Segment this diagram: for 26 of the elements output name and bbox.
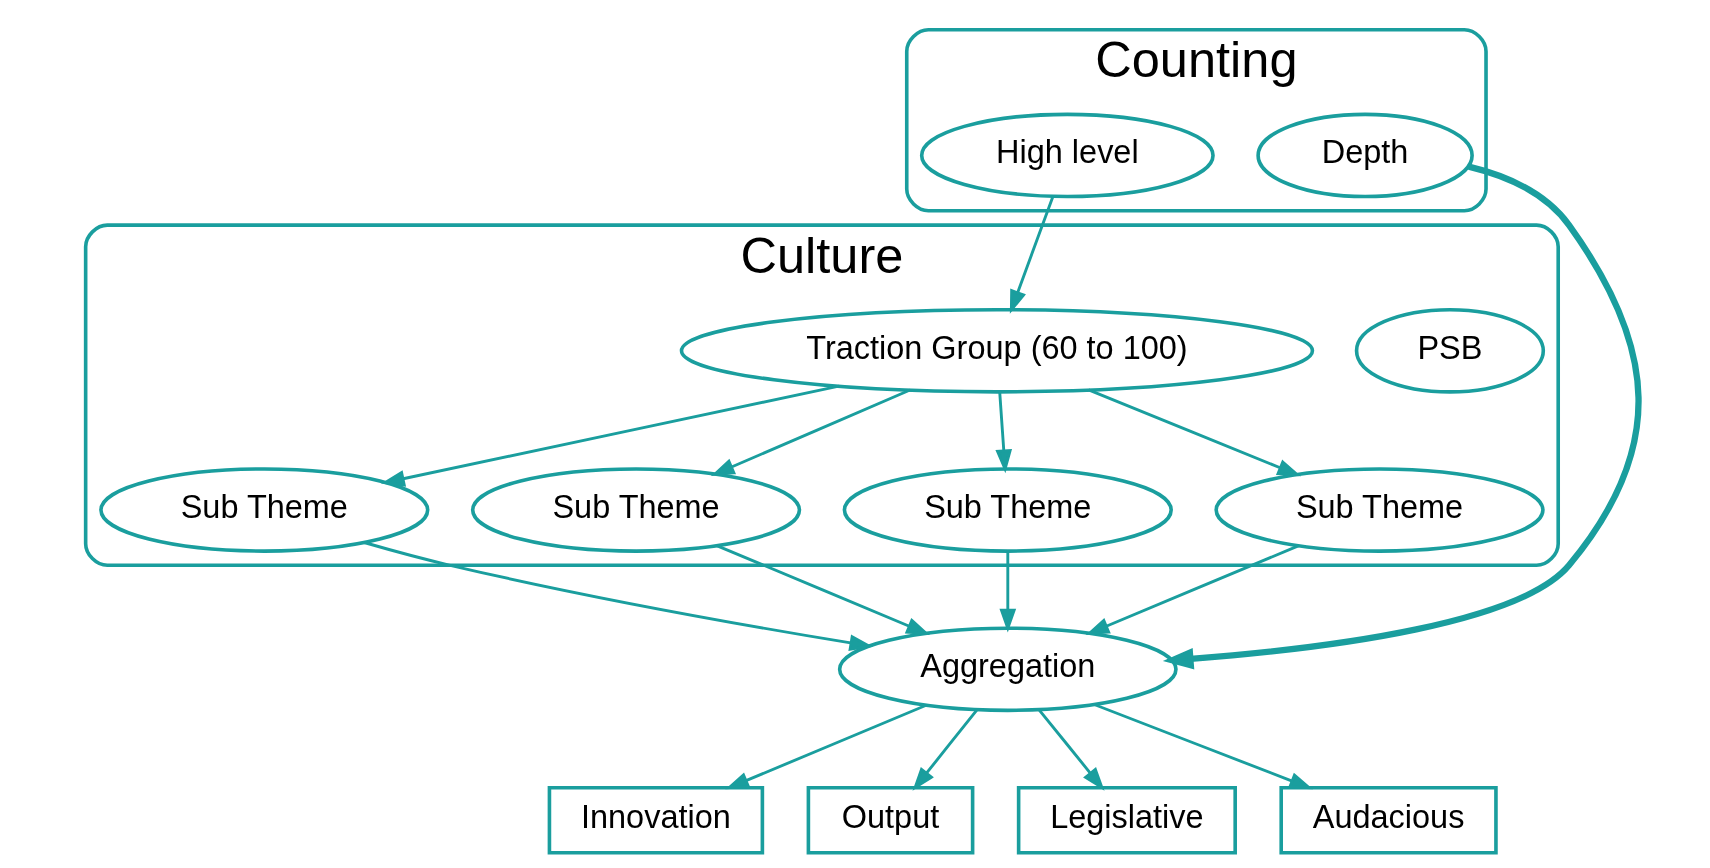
arrow (710, 388, 911, 476)
node-ellipse: Sub Theme (470, 467, 802, 553)
arrow (1088, 388, 1302, 477)
arrow (1009, 196, 1055, 314)
node-box: Output (806, 785, 975, 855)
node-ellipse: Traction Group (60 to 100) (679, 307, 1315, 394)
arrow (1037, 708, 1105, 791)
arrow (995, 391, 1013, 474)
arrow (725, 703, 927, 790)
node-box: Legislative (1016, 785, 1237, 855)
arrow (1162, 163, 1642, 670)
arrow (999, 551, 1017, 633)
arrow (381, 384, 840, 487)
node-ellipse: Sub Theme (1214, 467, 1545, 553)
arrow (1085, 544, 1300, 635)
arrow (912, 708, 979, 791)
arrow (1093, 703, 1314, 790)
node-box: Audacious (1279, 785, 1498, 855)
arrow (363, 541, 874, 652)
node-ellipse: Depth (1256, 112, 1474, 199)
arrow (716, 544, 931, 635)
node-ellipse: PSB (1354, 307, 1546, 394)
node-ellipse: Sub Theme (842, 467, 1173, 553)
node-ellipse: Aggregation (837, 626, 1178, 713)
node-box: Innovation (547, 785, 765, 855)
node-ellipse: High level (919, 112, 1215, 199)
